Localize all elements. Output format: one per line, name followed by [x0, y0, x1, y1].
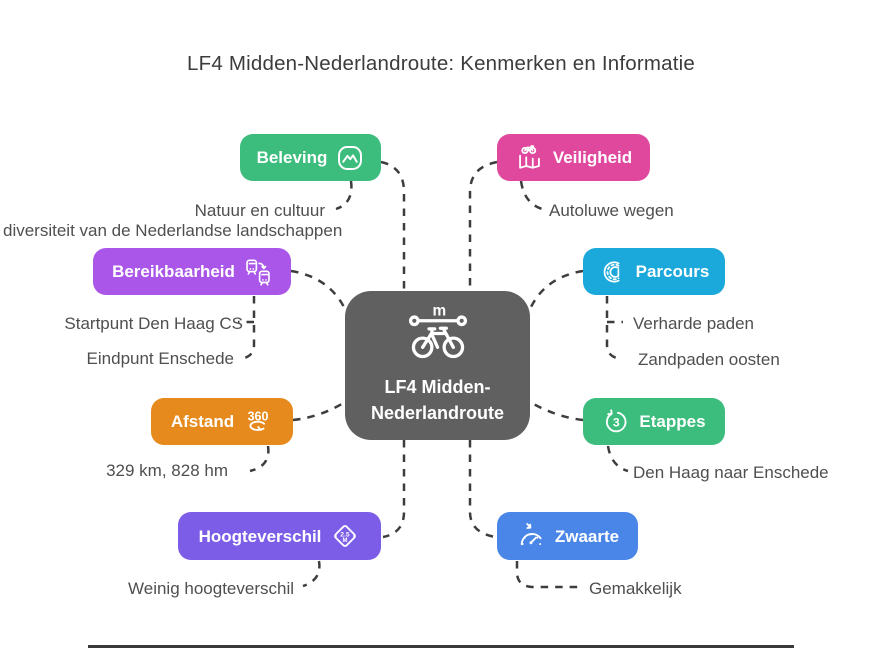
leaf-parcours-verhard: Verharde paden: [633, 314, 754, 333]
route-track-icon: [599, 258, 627, 286]
svg-text:3: 3: [613, 415, 620, 429]
bike-map-icon: [515, 143, 544, 172]
node-zwaarte: Zwaarte: [497, 512, 638, 560]
node-beleving-label: Beleving: [256, 148, 328, 167]
node-beleving: Beleving: [240, 134, 381, 181]
node-etappes-label: Etappes: [639, 412, 706, 431]
leaf-bereikbaarheid-start: Startpunt Den Haag CS: [64, 314, 243, 333]
leaf-hoogteverschil: Weinig hoogteverschil: [128, 579, 294, 598]
node-veiligheid-label: Veiligheid: [552, 148, 633, 167]
leaf-beleving-line2: diversiteit van de Nederlandse landschap…: [3, 221, 343, 240]
node-afstand-label: Afstand: [170, 412, 235, 431]
node-etappes: 3 Etappes: [583, 398, 725, 445]
leaf-afstand: 329 km, 828 hm: [106, 461, 228, 480]
connector-afstand-leaf: [249, 445, 270, 473]
connector-bereikbaarheid-center: [290, 269, 347, 310]
mountain-icon: [336, 144, 364, 172]
node-bereikbaarheid-label: Bereikbaarheid: [112, 262, 235, 281]
connector-parcours-leaves: [605, 296, 623, 361]
bottom-divider: [88, 645, 794, 648]
bicycle-route-icon: m: [405, 302, 471, 367]
connector-etappes-leaf: [606, 445, 629, 473]
node-parcours-label: Parcours: [635, 262, 710, 281]
leaf-parcours-zand: Zandpaden oosten: [638, 350, 780, 369]
center-node-label-line1: LF4 Midden-: [384, 376, 491, 397]
connector-parcours-center: [528, 269, 584, 310]
leaf-etappes: Den Haag naar Enschede: [633, 463, 829, 482]
connector-bereikbaarheid-leaves: [238, 296, 256, 361]
connector-etappes-center: [529, 400, 584, 422]
connector-afstand-center: [292, 400, 346, 422]
svg-text:m: m: [432, 305, 446, 320]
connector-zwaarte-leaf: [515, 561, 579, 589]
leaf-veiligheid: Autoluwe wegen: [549, 201, 674, 220]
connector-beleving-center: [380, 160, 406, 291]
node-hoogteverschil-label: Hoogteverschil: [198, 526, 322, 546]
connector-veiligheid-center: [468, 160, 498, 291]
page-title: LF4 Midden-Nederlandroute: Kenmerken en …: [187, 52, 695, 75]
center-node-label-line2: Nederlandroute: [370, 403, 505, 423]
train-transfer-icon: [244, 258, 272, 286]
gauge-icon: [516, 521, 546, 551]
node-bereikbaarheid: Bereikbaarheid: [93, 248, 291, 295]
node-veiligheid: Veiligheid: [497, 134, 650, 181]
leaf-bereikbaarheid-eind: Eindpunt Enschede: [86, 349, 234, 368]
height-sign-icon: 2.5 M: [330, 521, 360, 551]
connector-hoogteverschil-center: [382, 440, 406, 539]
svg-text:2.5: 2.5: [341, 531, 351, 538]
node-parcours: Parcours: [583, 248, 725, 295]
connector-veiligheid-leaf: [519, 180, 543, 211]
node-hoogteverschil: Hoogteverschil 2.5 M: [178, 512, 381, 560]
svg-text:M: M: [343, 538, 348, 544]
center-node: m LF4 Midden- Nederlandroute: [345, 291, 530, 440]
rotate-360-icon: 360: [243, 407, 273, 437]
node-afstand: Afstand 360: [151, 398, 293, 445]
svg-text:360: 360: [248, 409, 269, 423]
connector-beleving-leaf: [335, 180, 353, 211]
connector-hoogteverschil-leaf: [302, 560, 321, 588]
connector-zwaarte-center: [468, 440, 497, 539]
leaf-zwaarte: Gemakkelijk: [589, 579, 682, 598]
leaf-beleving-line1: Natuur en cultuur: [194, 201, 325, 220]
stage-count-icon: 3: [602, 408, 630, 436]
node-zwaarte-label: Zwaarte: [554, 526, 620, 546]
